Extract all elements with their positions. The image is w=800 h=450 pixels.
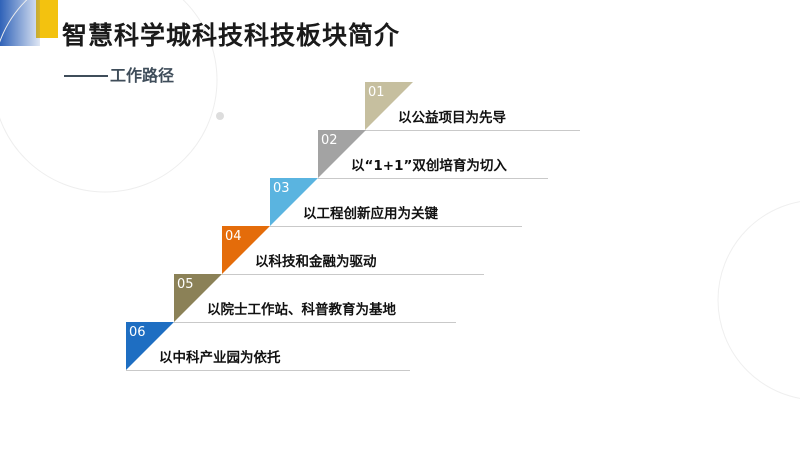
decorative-dot bbox=[216, 112, 224, 120]
step-04-label: 以科技和金融为驱动 bbox=[255, 254, 377, 270]
step-05-triangle-shape bbox=[174, 274, 222, 322]
step-03-underline bbox=[270, 226, 522, 227]
step-04-number: 04 bbox=[225, 229, 242, 244]
step-05-number: 05 bbox=[177, 277, 194, 292]
step-03-triangle bbox=[270, 178, 318, 226]
step-06-triangle bbox=[126, 322, 174, 370]
step-04-triangle-shape bbox=[222, 226, 270, 274]
step-06-underline bbox=[126, 370, 410, 371]
step-03-number: 03 bbox=[273, 181, 290, 196]
slide-title: 智慧科学城科技科技板块简介 bbox=[62, 21, 401, 50]
decorative-circle-right bbox=[717, 201, 800, 399]
step-06-label: 以中科产业园为依托 bbox=[159, 350, 281, 366]
slide-subtitle: 工作路径 bbox=[64, 62, 174, 86]
step-02-label: 以“1+1”双创培育为切入 bbox=[351, 158, 507, 174]
step-02-number: 02 bbox=[321, 133, 338, 148]
step-06-number: 06 bbox=[129, 325, 146, 340]
subtitle-text: 工作路径 bbox=[110, 66, 175, 85]
step-01-triangle bbox=[365, 82, 413, 130]
step-01-label: 以公益项目为先导 bbox=[398, 110, 506, 126]
step-01-underline bbox=[365, 130, 580, 131]
step-03-triangle-shape bbox=[270, 178, 318, 226]
step-02-triangle-shape bbox=[318, 130, 366, 178]
step-05-underline bbox=[174, 322, 456, 323]
corner-yellow-block bbox=[36, 0, 58, 38]
step-01-number: 01 bbox=[368, 85, 385, 100]
step-05-triangle bbox=[174, 274, 222, 322]
step-02-underline bbox=[318, 178, 548, 179]
step-06-triangle-shape bbox=[126, 322, 174, 370]
step-03-label: 以工程创新应用为关键 bbox=[303, 206, 438, 222]
subtitle-dash bbox=[64, 74, 108, 77]
step-04-underline bbox=[222, 274, 484, 275]
step-05-label: 以院士工作站、科普教育为基地 bbox=[207, 302, 396, 318]
step-01-triangle-shape bbox=[365, 82, 413, 130]
step-02-triangle bbox=[318, 130, 366, 178]
step-04-triangle bbox=[222, 226, 270, 274]
corner-blue-bar bbox=[0, 0, 40, 46]
